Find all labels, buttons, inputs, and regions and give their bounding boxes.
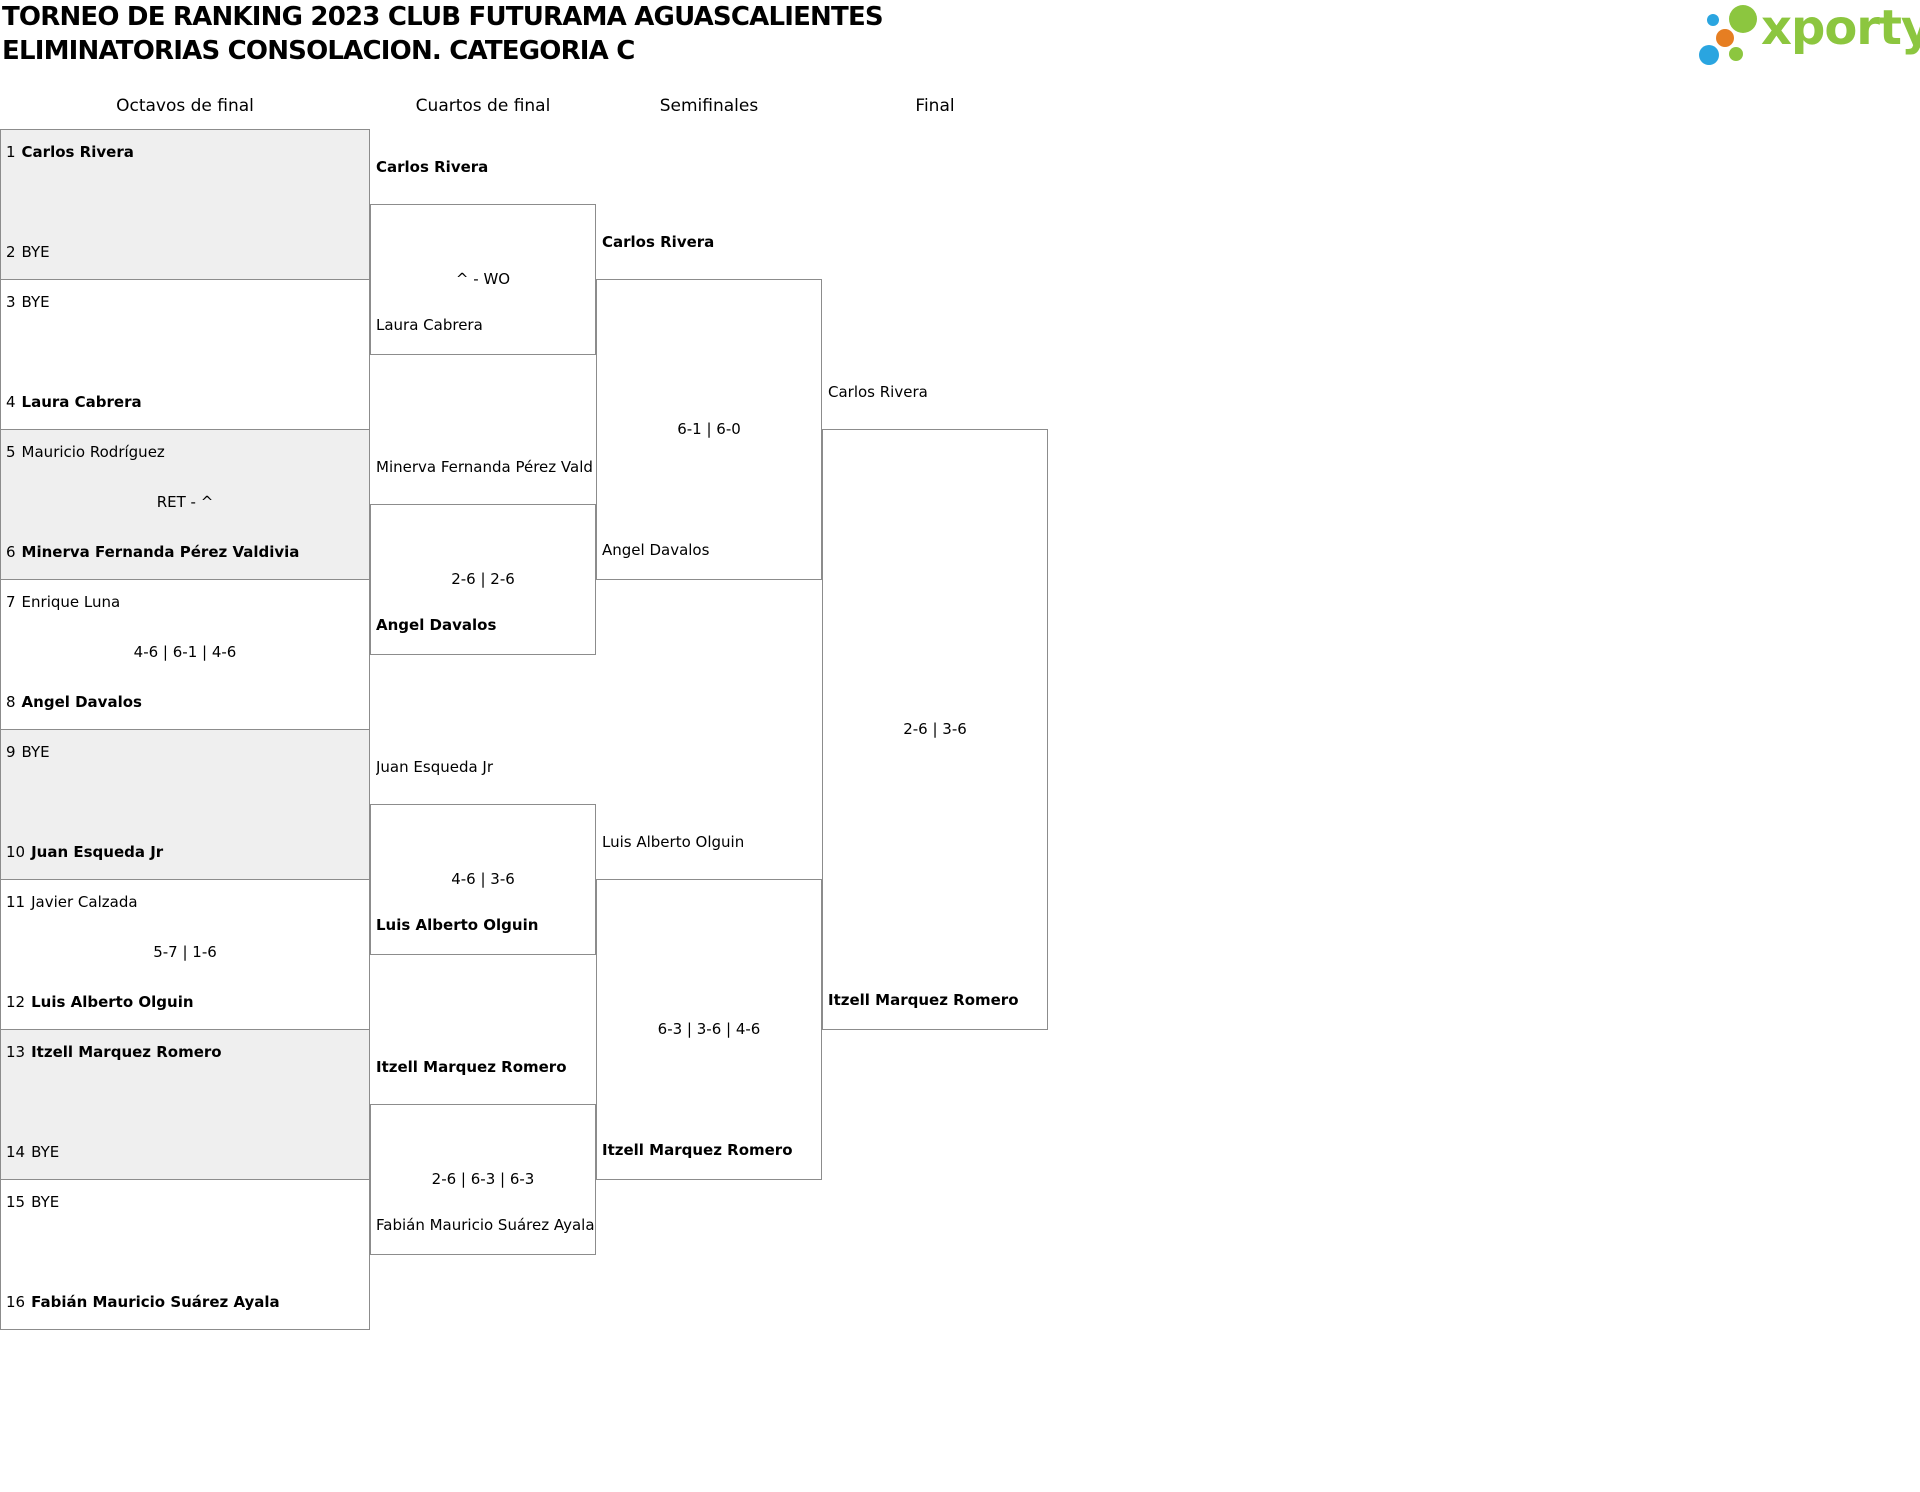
seed-number: 3 <box>6 293 16 311</box>
octavos-player-row: 12 Luis Alberto Olguin <box>6 993 366 1011</box>
player-name: BYE <box>21 243 50 261</box>
match-score: ^ - WO <box>455 270 511 288</box>
semis-player-bottom: Itzell Marquez Romero <box>602 1141 793 1159</box>
octavos-match-box <box>0 129 370 280</box>
seed-number: 13 <box>6 1043 26 1061</box>
seed-number: 10 <box>6 843 26 861</box>
player-name: Enrique Luna <box>21 593 121 611</box>
match-score: 4-6 | 3-6 <box>451 870 515 888</box>
final-player-bottom: Itzell Marquez Romero <box>828 991 1019 1009</box>
seed-number: 9 <box>6 743 16 761</box>
player-name: Luis Alberto Olguin <box>31 993 194 1011</box>
semis-player-top: Carlos Rivera <box>602 233 715 251</box>
cuartos-player-bottom: Angel Davalos <box>376 616 497 634</box>
cuartos-player-bottom: Luis Alberto Olguin <box>376 916 539 934</box>
player-name: Carlos Rivera <box>21 143 134 161</box>
seed-number: 11 <box>6 893 26 911</box>
match-score: 2-6 | 6-3 | 6-3 <box>431 1170 535 1188</box>
player-name: Javier Calzada <box>31 893 138 911</box>
octavos-player-row: 4 Laura Cabrera <box>6 393 366 411</box>
player-name: Laura Cabrera <box>21 393 142 411</box>
cuartos-player-bottom: Fabián Mauricio Suárez Ayala <box>376 1216 595 1234</box>
octavos-player-row: 10 Juan Esqueda Jr <box>6 843 366 861</box>
octavos-player-row: 6 Minerva Fernanda Pérez Valdivia <box>6 543 366 561</box>
cuartos-match-box <box>370 804 596 955</box>
match-score: RET - ^ <box>156 493 214 511</box>
cuartos-player-top: Carlos Rivera <box>376 158 489 176</box>
tournament-subtitle: ELIMINATORIAS CONSOLACION. CATEGORIA C <box>2 36 635 66</box>
seed-number: 6 <box>6 543 16 561</box>
logo-dots-icon <box>1699 5 1757 65</box>
player-name: Mauricio Rodríguez <box>21 443 165 461</box>
match-score: 6-3 | 3-6 | 4-6 <box>657 1020 761 1038</box>
xporty-logo: xporty <box>1697 0 1920 70</box>
seed-number: 16 <box>6 1293 26 1311</box>
seed-number: 12 <box>6 993 26 1011</box>
round-title-cuartos: Cuartos de final <box>415 96 551 116</box>
semis-player-top: Luis Alberto Olguin <box>602 833 745 851</box>
semis-player-bottom: Angel Davalos <box>602 541 710 559</box>
seed-number: 8 <box>6 693 16 711</box>
octavos-match-box <box>0 729 370 880</box>
cuartos-player-top: Itzell Marquez Romero <box>376 1058 567 1076</box>
cuartos-match-box <box>370 204 596 355</box>
octavos-player-row: 16 Fabián Mauricio Suárez Ayala <box>6 1293 366 1311</box>
final-match-box <box>822 429 1048 1030</box>
seed-number: 2 <box>6 243 16 261</box>
cuartos-player-top: Juan Esqueda Jr <box>376 758 494 776</box>
logo-wordmark: xporty <box>1761 0 1920 56</box>
player-name: Angel Davalos <box>21 693 142 711</box>
seed-number: 5 <box>6 443 16 461</box>
round-title-final: Final <box>915 96 955 116</box>
seed-number: 1 <box>6 143 16 161</box>
player-name: BYE <box>21 293 50 311</box>
octavos-match-box <box>0 429 370 580</box>
octavos-player-row: 5 Mauricio Rodríguez <box>6 443 366 461</box>
player-name: Juan Esqueda Jr <box>31 843 164 861</box>
octavos-player-row: 14 BYE <box>6 1143 366 1161</box>
player-name: Minerva Fernanda Pérez Valdivia <box>21 543 300 561</box>
octavos-match-box <box>0 1179 370 1330</box>
player-name: BYE <box>31 1193 60 1211</box>
cuartos-match-box <box>370 1104 596 1255</box>
seed-number: 15 <box>6 1193 26 1211</box>
match-score: 2-6 | 2-6 <box>451 570 515 588</box>
octavos-player-row: 13 Itzell Marquez Romero <box>6 1043 366 1061</box>
player-name: Fabián Mauricio Suárez Ayala <box>31 1293 280 1311</box>
cuartos-match-box <box>370 504 596 655</box>
seed-number: 7 <box>6 593 16 611</box>
seed-number: 14 <box>6 1143 26 1161</box>
semis-match-box <box>596 279 822 580</box>
match-score: 5-7 | 1-6 <box>153 943 217 961</box>
match-score: 4-6 | 6-1 | 4-6 <box>133 643 237 661</box>
final-player-top: Carlos Rivera <box>828 383 928 401</box>
match-score: 6-1 | 6-0 <box>677 420 741 438</box>
round-title-semifinales: Semifinales <box>659 96 759 116</box>
player-name: BYE <box>31 1143 60 1161</box>
octavos-player-row: 3 BYE <box>6 293 366 311</box>
octavos-player-row: 8 Angel Davalos <box>6 693 366 711</box>
octavos-match-box <box>0 1029 370 1180</box>
octavos-player-row: 2 BYE <box>6 243 366 261</box>
octavos-player-row: 7 Enrique Luna <box>6 593 366 611</box>
match-score: 2-6 | 3-6 <box>903 720 967 738</box>
octavos-player-row: 11 Javier Calzada <box>6 893 366 911</box>
round-title-octavos: Octavos de final <box>116 96 254 116</box>
cuartos-player-top: Minerva Fernanda Pérez Vald <box>376 458 593 476</box>
semis-match-box <box>596 879 822 1180</box>
cuartos-player-bottom: Laura Cabrera <box>376 316 483 334</box>
octavos-player-row: 9 BYE <box>6 743 366 761</box>
seed-number: 4 <box>6 393 16 411</box>
octavos-player-row: 15 BYE <box>6 1193 366 1211</box>
octavos-player-row: 1 Carlos Rivera <box>6 143 366 161</box>
tournament-title: TORNEO DE RANKING 2023 CLUB FUTURAMA AGU… <box>2 2 884 32</box>
player-name: Itzell Marquez Romero <box>31 1043 222 1061</box>
player-name: BYE <box>21 743 50 761</box>
